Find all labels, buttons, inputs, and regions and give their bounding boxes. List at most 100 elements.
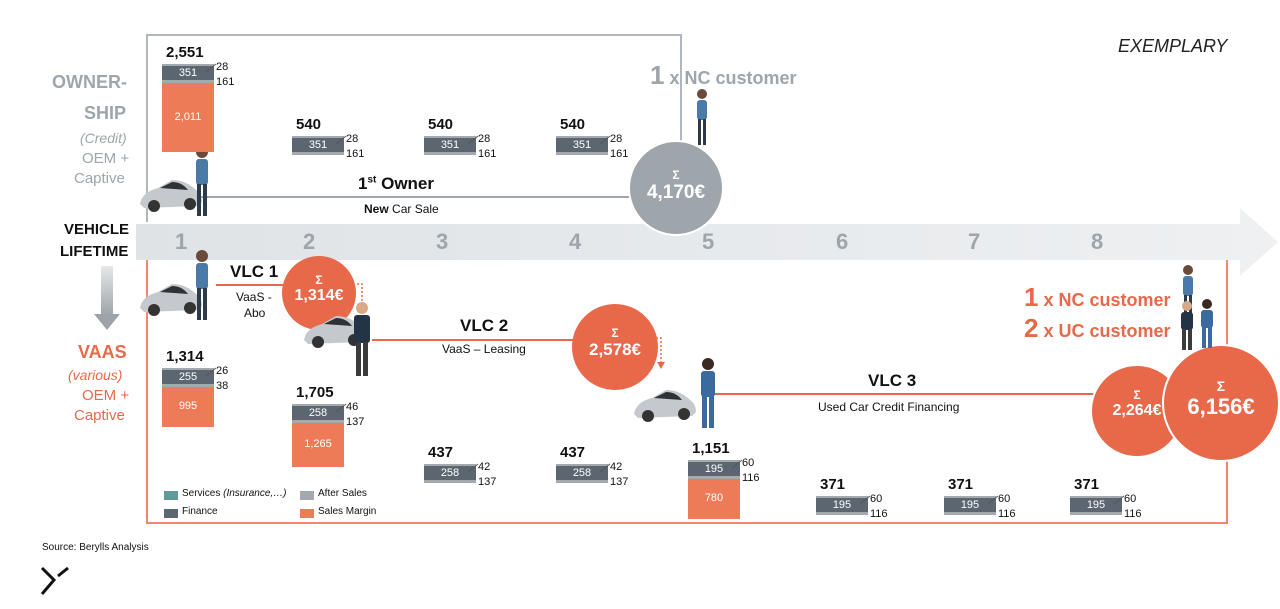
woman-icon bbox=[701, 358, 715, 428]
legend-sales-margin: Sales Margin bbox=[318, 506, 377, 517]
bar-after-sales-label: 28 bbox=[216, 61, 229, 73]
bar-sales-margin-label: 1,265 bbox=[304, 437, 332, 450]
car-icon bbox=[140, 284, 202, 316]
legend-swatch-sales-margin bbox=[300, 509, 314, 518]
bar-sales-margin-label: 780 bbox=[704, 492, 724, 504]
bar-after-sales-label: 46 bbox=[346, 401, 359, 413]
legend-swatch-finance bbox=[164, 509, 178, 518]
bar-segment-services bbox=[556, 152, 608, 155]
bar-segment-finance bbox=[556, 138, 608, 152]
vlc3-title: VLC 3 bbox=[868, 371, 917, 390]
bar-services-label: 161 bbox=[610, 148, 629, 160]
bar-services-label: 116 bbox=[1124, 508, 1142, 520]
bar-segment-services bbox=[162, 80, 214, 83]
vlc2-title: VLC 2 bbox=[460, 316, 509, 335]
bar-finance-label: 258 bbox=[572, 467, 592, 479]
man-icon bbox=[354, 302, 370, 376]
bar-services-label: 161 bbox=[346, 148, 365, 160]
bar-total-label: 540 bbox=[296, 116, 322, 133]
legend-after-sales: After Sales bbox=[318, 488, 367, 499]
bar-leader-line bbox=[1114, 495, 1125, 505]
vaas-label-2: (various) bbox=[68, 367, 123, 383]
bar-finance-label: 351 bbox=[308, 139, 328, 151]
woman-icon bbox=[1201, 299, 1213, 348]
bar-services-label: 116 bbox=[998, 508, 1016, 520]
dashed-connector-2 bbox=[656, 337, 665, 369]
bar-segment-finance bbox=[292, 138, 344, 152]
bar-segment-services bbox=[816, 512, 868, 515]
bar-total-label: 540 bbox=[428, 116, 454, 133]
woman-icon bbox=[697, 89, 707, 145]
bar-finance-label: 195 bbox=[960, 499, 980, 511]
vlc1-sub-2: Abo bbox=[244, 306, 266, 320]
bar-leader-line bbox=[468, 463, 479, 473]
ownership-label-3: (Credit) bbox=[80, 130, 127, 146]
bar-segment-after-sales bbox=[556, 464, 608, 466]
bar-after-sales-label: 60 bbox=[742, 457, 755, 469]
first-owner-title: 1st Owner bbox=[358, 174, 434, 193]
down-arrow-icon bbox=[94, 266, 120, 330]
vlc2-line bbox=[372, 339, 576, 341]
ownership-label-5: Captive bbox=[74, 170, 125, 187]
bar-segment-after-sales bbox=[292, 136, 344, 138]
year-tick-6: 6 bbox=[836, 229, 849, 254]
uc-customer-right: 2 x UC customer bbox=[1024, 313, 1171, 343]
first-owner-line bbox=[200, 196, 630, 198]
bar-segment-after-sales bbox=[556, 136, 608, 138]
bar-segment-services bbox=[424, 480, 476, 483]
bar-segment-services bbox=[1070, 512, 1122, 515]
bar-total-label: 1,151 bbox=[692, 440, 730, 457]
bar-segment-after-sales bbox=[944, 496, 996, 498]
woman-icon bbox=[196, 250, 208, 320]
lifetime-label-2: LIFETIME bbox=[60, 243, 129, 260]
bar-leader-line bbox=[600, 135, 611, 145]
bar-segment-finance bbox=[162, 370, 214, 384]
bar-after-sales-label: 28 bbox=[478, 133, 491, 145]
bar-segment-finance bbox=[424, 466, 476, 480]
bar-leader-line bbox=[600, 463, 611, 473]
bar-segment-sales-margin bbox=[162, 83, 214, 153]
bar-sales-margin-label: 2,011 bbox=[174, 110, 202, 123]
bar-leader-line bbox=[732, 459, 743, 469]
bar-total-label: 437 bbox=[560, 444, 586, 461]
bar-segment-services bbox=[688, 476, 740, 479]
year-tick-2: 2 bbox=[303, 229, 316, 254]
bar-total-label: 1,314 bbox=[166, 348, 204, 365]
vaas-label-1: VAAS bbox=[78, 342, 127, 362]
bar-segment-sales-margin bbox=[162, 387, 214, 427]
year-tick-4: 4 bbox=[569, 229, 582, 254]
car-icon bbox=[140, 180, 202, 212]
bar-leader-line bbox=[988, 495, 999, 505]
vaas-frame-top-right bbox=[1226, 258, 1228, 268]
nc-customer-right: 1 x NC customer bbox=[1024, 282, 1171, 312]
bar-leader-line bbox=[336, 135, 347, 145]
bar-segment-after-sales bbox=[292, 404, 344, 406]
bar-services-label: 137 bbox=[346, 416, 365, 428]
bar-services-label: 137 bbox=[610, 476, 629, 488]
vlc3-line bbox=[714, 393, 1094, 395]
bar-finance-label: 195 bbox=[832, 499, 852, 511]
bar-segment-services bbox=[292, 152, 344, 155]
year-tick-1: 1 bbox=[175, 229, 188, 254]
vaas-label-4: Captive bbox=[74, 407, 125, 424]
bar-total-label: 371 bbox=[1074, 476, 1100, 493]
vaas-label-3: OEM + bbox=[82, 387, 130, 404]
year-tick-3: 3 bbox=[436, 229, 449, 254]
bar-segment-sales-margin bbox=[292, 423, 344, 467]
source-note: Source: Berylls Analysis bbox=[42, 542, 149, 553]
ownership-label-4: OEM + bbox=[82, 150, 130, 167]
timeline-arrow bbox=[136, 208, 1278, 276]
bar-segment-sales-margin bbox=[688, 479, 740, 519]
legend-swatch-services bbox=[164, 491, 178, 500]
ownership-label-1: OWNER- bbox=[52, 72, 127, 92]
car-icon bbox=[634, 390, 696, 422]
bar-segment-after-sales bbox=[1070, 496, 1122, 498]
bar-total-label: 371 bbox=[820, 476, 846, 493]
bar-after-sales-label: 60 bbox=[998, 493, 1011, 505]
bar-after-sales-label: 26 bbox=[216, 365, 229, 377]
bar-after-sales-label: 60 bbox=[870, 493, 883, 505]
bar-finance-label: 255 bbox=[178, 371, 198, 383]
bar-after-sales-label: 42 bbox=[610, 461, 623, 473]
